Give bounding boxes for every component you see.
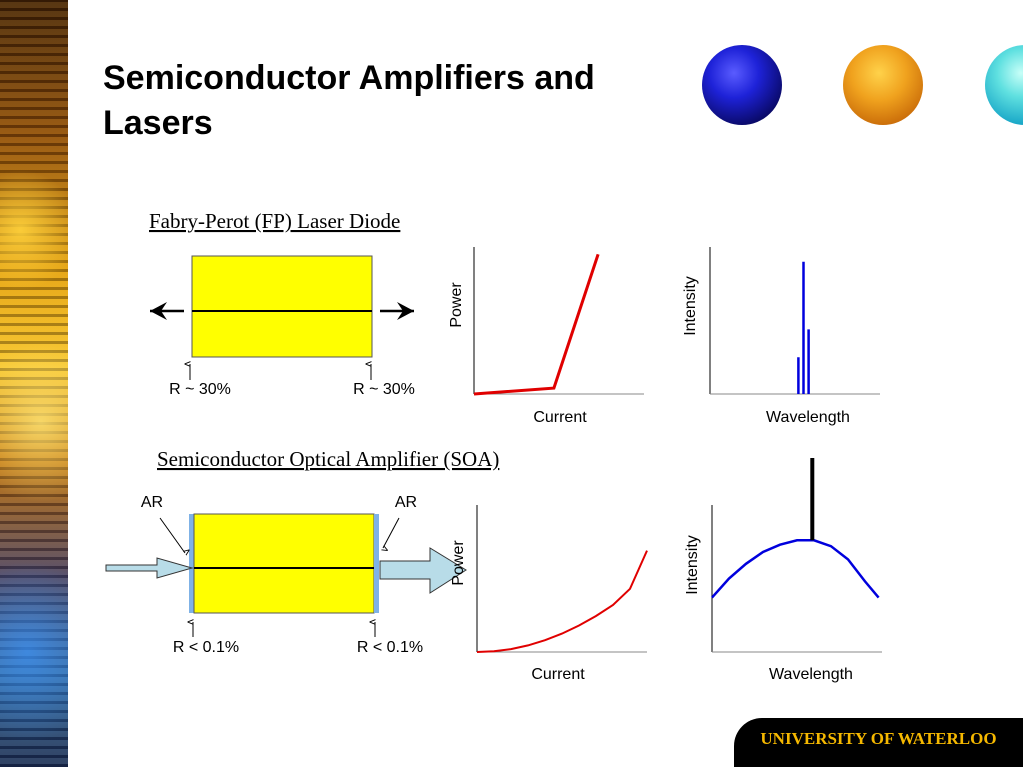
- chart1-x-label: Current: [533, 409, 587, 426]
- footer-text: UNIVERSITY OF WATERLOO: [760, 729, 997, 748]
- soa-spectrum-chart: Wavelength Intensity: [684, 457, 882, 683]
- fp-right-arrow-icon: [380, 302, 414, 320]
- soa-chip: [193, 513, 375, 614]
- soa-left-ar-coating: [189, 514, 194, 613]
- soa-right-ar-coating: [374, 514, 379, 613]
- fp-chip: [191, 255, 373, 358]
- soa-right-ar-label: AR: [395, 494, 417, 511]
- fp-left-arrow-icon: [150, 302, 184, 320]
- soa-left-reflectivity: R < 0.1%: [173, 639, 239, 656]
- soa-left-ar-label: AR: [141, 494, 163, 511]
- fp-spectrum-chart: Wavelength Intensity: [682, 247, 880, 426]
- soa-left-ar-pointer-icon: [159, 517, 185, 553]
- soa-input-arrow-icon: [105, 557, 194, 579]
- footer-banner: UNIVERSITY OF WATERLOO: [734, 718, 1023, 767]
- soa-right-reflectivity: R < 0.1%: [357, 639, 423, 656]
- soa-right-ar-pointer-icon: [383, 517, 400, 548]
- chart2-y-label: Intensity: [682, 276, 699, 336]
- soa-output-arrow-icon: [379, 547, 467, 594]
- blue-orb-image: [702, 45, 782, 125]
- chart3-series-line: [476, 550, 648, 653]
- chart1-series-line: [473, 253, 600, 396]
- chart3-x-label: Current: [531, 666, 585, 683]
- slide-title: Semiconductor Amplifiers and Lasers: [103, 59, 595, 142]
- chart4-x-label: Wavelength: [769, 666, 853, 683]
- chart2-x-label: Wavelength: [766, 409, 850, 426]
- soa-power-current-chart: Current Power: [450, 505, 648, 683]
- chart3-y-label: Power: [450, 540, 467, 586]
- chart4-y-label: Intensity: [684, 535, 701, 595]
- orange-orb-image: [843, 45, 923, 125]
- chart4-gain-curve: [711, 539, 880, 599]
- fp-power-current-chart: Current Power: [448, 247, 644, 426]
- soa-heading: Semiconductor Optical Amplifier (SOA): [157, 447, 499, 471]
- fp-right-reflectivity: R ~ 30%: [353, 381, 415, 398]
- decorative-side-strip: [0, 0, 68, 767]
- chart1-y-label: Power: [448, 282, 465, 328]
- fp-heading: Fabry-Perot (FP) Laser Diode: [149, 209, 400, 233]
- fp-left-reflectivity: R ~ 30%: [169, 381, 231, 398]
